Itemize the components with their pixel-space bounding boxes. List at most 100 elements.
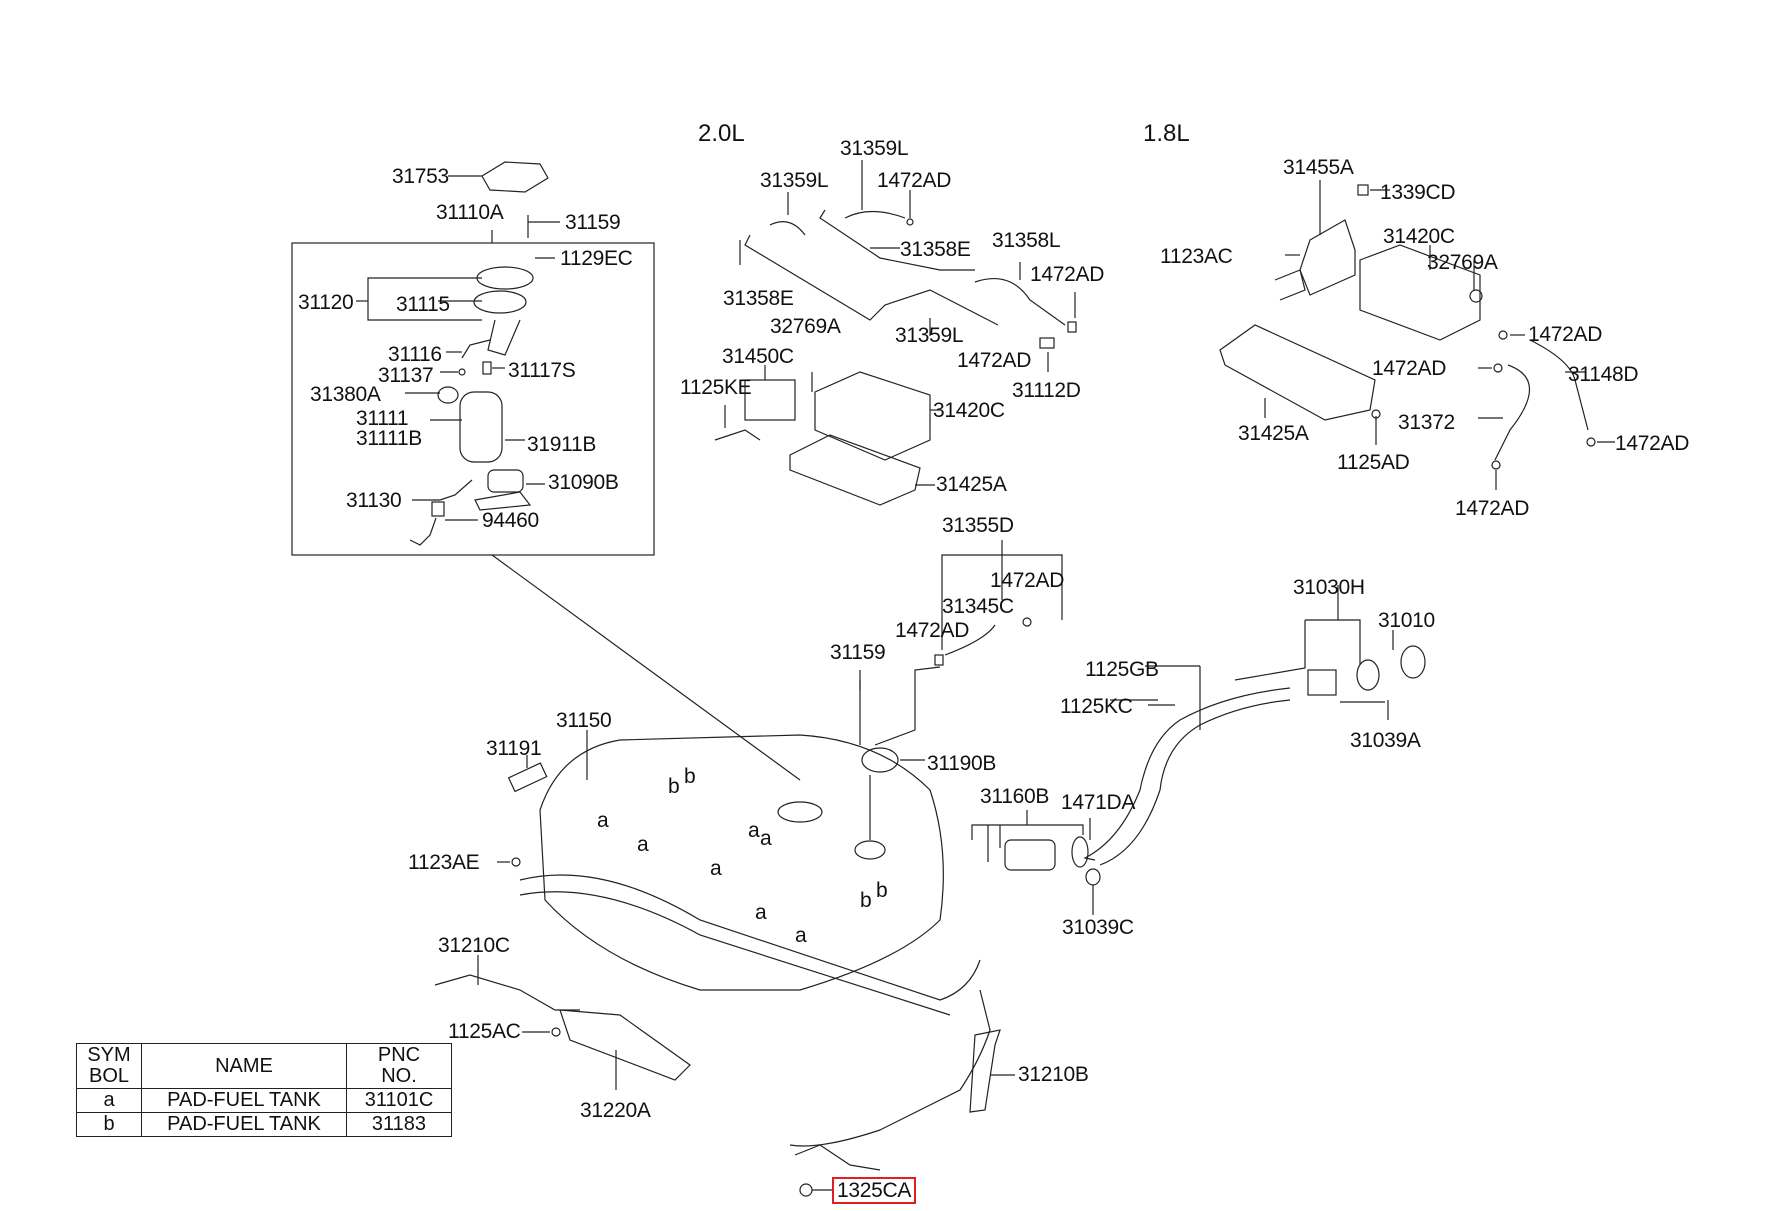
part-label-31150[interactable]: 31150: [556, 709, 612, 732]
part-label-31420C[interactable]: 31420C: [933, 399, 1005, 422]
part-31753-plate: [481, 161, 549, 193]
valve-31190B: [861, 747, 899, 773]
pad-mark-a: a: [760, 827, 772, 850]
legend-row: a PAD-FUEL TANK 31101C: [76, 1088, 452, 1113]
part-label-31039A[interactable]: 31039A: [1350, 729, 1421, 752]
part-label-31120[interactable]: 31120: [298, 291, 354, 314]
part-label-31159[interactable]: 31159: [565, 211, 621, 234]
part-label-31210C[interactable]: 31210C: [438, 934, 510, 957]
legend-pnc[interactable]: 31183: [346, 1112, 452, 1137]
part-label-31159[interactable]: 31159: [830, 641, 886, 664]
part-label-1472AD[interactable]: 1472AD: [895, 619, 970, 642]
legend-row: b PAD-FUEL TANK 31183: [76, 1112, 452, 1137]
pad-mark-b: b: [876, 879, 888, 902]
part-label-31358L[interactable]: 31358L: [992, 229, 1061, 252]
part-label-31148D[interactable]: 31148D: [1568, 363, 1639, 386]
part-label-31358E[interactable]: 31358E: [900, 238, 971, 261]
pad-mark-a: a: [637, 833, 649, 856]
part-label-1472AD[interactable]: 1472AD: [990, 569, 1065, 592]
filler-head: [1307, 669, 1337, 696]
shield-31220A: [559, 1009, 691, 1081]
part-label-31160B[interactable]: 31160B: [980, 785, 1050, 808]
part-label-94460[interactable]: 94460: [482, 509, 539, 532]
part-label-32769A[interactable]: 32769A: [770, 315, 841, 338]
part-label-31358E[interactable]: 31358E: [723, 287, 794, 310]
part-label-1325CA-highlighted[interactable]: 1325CA: [832, 1177, 917, 1204]
pad-mark-a: a: [748, 819, 760, 842]
part-label-31355D[interactable]: 31355D: [942, 514, 1014, 537]
canister-2-0: [814, 371, 931, 461]
legend-name: PAD-FUEL TANK: [141, 1112, 347, 1137]
part-label-31090B[interactable]: 31090B: [548, 471, 619, 494]
part-label-31110A[interactable]: 31110A: [436, 201, 504, 224]
part-label-31345C[interactable]: 31345C: [942, 595, 1014, 618]
fuel-tank-31150: [539, 734, 944, 991]
part-label-1125GB[interactable]: 1125GB: [1085, 658, 1159, 681]
part-label-31130[interactable]: 31130: [346, 489, 402, 512]
part-label-1472AD[interactable]: 1472AD: [1615, 432, 1690, 455]
part-label-31911B[interactable]: 31911B: [527, 433, 597, 456]
part-label-31137[interactable]: 31137: [378, 364, 434, 387]
part-label-1125AC[interactable]: 1125AC: [448, 1020, 521, 1043]
part-label-31753[interactable]: 31753: [392, 165, 449, 188]
part-label-31359L[interactable]: 31359L: [895, 324, 964, 347]
part-label-31372[interactable]: 31372: [1398, 411, 1455, 434]
section-1-8l: 1.8L: [1143, 120, 1190, 147]
part-label-31190B[interactable]: 31190B: [927, 752, 997, 775]
legend-name: PAD-FUEL TANK: [141, 1088, 347, 1113]
part-label-1339CD[interactable]: 1339CD: [1380, 181, 1456, 204]
legend-header-symbol-line2: BOL: [88, 1065, 130, 1087]
part-label-31425A[interactable]: 31425A: [1238, 422, 1309, 445]
pad-mark-a: a: [597, 809, 609, 832]
part-label-31039C[interactable]: 31039C: [1062, 916, 1134, 939]
part-label-31191[interactable]: 31191: [486, 737, 542, 760]
legend-header-symbol-line1: SYM: [87, 1044, 131, 1066]
part-label-31030H[interactable]: 31030H: [1293, 576, 1365, 599]
part-label-31425A[interactable]: 31425A: [936, 473, 1007, 496]
part-label-1472AD[interactable]: 1472AD: [1528, 323, 1603, 346]
pad-mark-b: b: [668, 775, 680, 798]
part-label-31115[interactable]: 31115: [396, 293, 450, 316]
part-label-31420C[interactable]: 31420C: [1383, 225, 1455, 248]
fuel-pump-module-frame: [291, 242, 655, 556]
part-label-31359L[interactable]: 31359L: [760, 169, 829, 192]
part-label-31010[interactable]: 31010: [1378, 609, 1435, 632]
part-label-1129EC[interactable]: 1129EC: [560, 247, 633, 270]
part-label-1125KE[interactable]: 1125KE: [680, 376, 752, 399]
pad-mark-a: a: [755, 901, 767, 924]
legend-header-name: NAME: [141, 1043, 347, 1089]
part-label-31112D[interactable]: 31112D: [1012, 379, 1081, 402]
legend-symbol: b: [76, 1112, 142, 1137]
part-label-1472AD[interactable]: 1472AD: [1455, 497, 1530, 520]
part-label-1472AD[interactable]: 1472AD: [1030, 263, 1105, 286]
legend-header-pnc-line2: NO.: [381, 1065, 417, 1087]
part-label-32769A[interactable]: 32769A: [1427, 251, 1498, 274]
part-label-31117S[interactable]: 31117S: [508, 359, 576, 382]
part-label-31111B[interactable]: 31111B: [356, 427, 422, 450]
part-label-31359L[interactable]: 31359L: [840, 137, 909, 160]
part-label-1472AD[interactable]: 1472AD: [957, 349, 1032, 372]
part-label-31220A[interactable]: 31220A: [580, 1099, 651, 1122]
tray-1-8: [1219, 324, 1376, 421]
tray-2-0: [789, 434, 921, 506]
part-label-31111[interactable]: 31111: [356, 407, 409, 430]
part-label-1125AD[interactable]: 1125AD: [1337, 451, 1410, 474]
legend-pnc[interactable]: 31101C: [346, 1088, 452, 1113]
pad-mark-b: b: [860, 889, 872, 912]
part-label-31455A[interactable]: 31455A: [1283, 156, 1354, 179]
part-label-1472AD[interactable]: 1472AD: [1372, 357, 1447, 380]
part-label-1125KC[interactable]: 1125KC: [1060, 695, 1133, 718]
part-label-1472AD[interactable]: 1472AD: [877, 169, 952, 192]
part-label-1471DA[interactable]: 1471DA: [1061, 791, 1136, 814]
part-label-31450C[interactable]: 31450C: [722, 345, 794, 368]
part-label-31380A[interactable]: 31380A: [310, 383, 381, 406]
part-label-1123AC[interactable]: 1123AC: [1160, 245, 1233, 268]
part-label-31210B[interactable]: 31210B: [1018, 1063, 1089, 1086]
part-label-1123AE[interactable]: 1123AE: [408, 851, 480, 874]
hose-31160B: [1004, 839, 1056, 871]
part-label-31116[interactable]: 31116: [388, 343, 442, 366]
